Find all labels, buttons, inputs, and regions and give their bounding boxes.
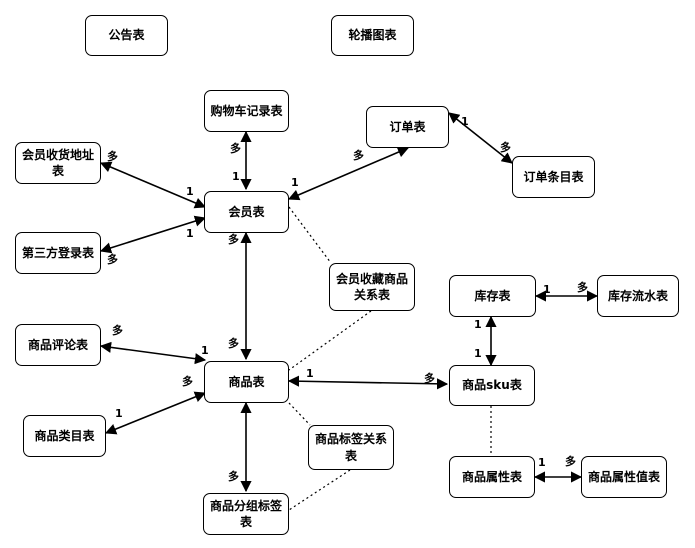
node-category[interactable]: 商品类目表 xyxy=(23,415,106,457)
card-address-member-from: 多 xyxy=(107,150,118,163)
edge-tagrel-grouptag xyxy=(288,469,351,511)
card-member-product-from: 多 xyxy=(228,233,239,246)
node-cart[interactable]: 购物车记录表 xyxy=(204,90,289,132)
card-product-sku-from: 1 xyxy=(306,367,314,380)
edge-address-member xyxy=(99,161,207,209)
card-order-item-from: 1 xyxy=(461,115,469,128)
card-stock-sku-from: 1 xyxy=(474,318,482,331)
node-third-party[interactable]: 第三方登录表 xyxy=(15,232,101,274)
node-order-item[interactable]: 订单条目表 xyxy=(512,156,595,198)
node-attr-val[interactable]: 商品属性值表 xyxy=(581,456,667,498)
card-product-sku-to: 多 xyxy=(424,372,435,385)
card-category-product-to: 多 xyxy=(182,375,193,388)
card-attr-val-to: 多 xyxy=(565,455,576,468)
card-address-member-to: 1 xyxy=(186,185,194,198)
edge-category-product xyxy=(104,391,207,435)
card-third-member-from: 多 xyxy=(107,253,118,266)
card-review-product-to: 1 xyxy=(201,344,209,357)
card-stock-flow-from: 1 xyxy=(543,283,551,296)
card-review-product-from: 多 xyxy=(112,324,123,337)
card-attr-val-from: 1 xyxy=(538,456,546,469)
node-member[interactable]: 会员表 xyxy=(204,191,289,233)
node-carousel[interactable]: 轮播图表 xyxy=(331,15,414,56)
node-address[interactable]: 会员收货地址表 xyxy=(15,142,101,184)
card-order-item-to: 多 xyxy=(500,141,511,154)
edge-product-tagrel xyxy=(288,402,311,426)
edge-order-member xyxy=(287,146,410,201)
node-fav[interactable]: 会员收藏商品关系表 xyxy=(329,263,415,311)
edge-third-member xyxy=(99,215,207,254)
edge-review-product xyxy=(99,341,207,365)
card-category-product-from: 1 xyxy=(115,407,123,420)
node-sku[interactable]: 商品sku表 xyxy=(449,365,535,406)
edge-order-item xyxy=(448,112,513,164)
card-third-member-to: 1 xyxy=(186,227,194,240)
node-stock-flow[interactable]: 库存流水表 xyxy=(597,275,679,317)
node-group-tag[interactable]: 商品分组标签表 xyxy=(203,493,289,535)
edge-product-sku xyxy=(287,375,449,390)
edge-member-fav xyxy=(288,206,332,264)
node-tag-rel[interactable]: 商品标签关系表 xyxy=(308,425,394,470)
card-cart-member-from: 多 xyxy=(230,142,241,155)
node-review[interactable]: 商品评论表 xyxy=(15,324,101,366)
card-member-product-to: 多 xyxy=(228,337,239,350)
card-stock-sku-to: 1 xyxy=(474,347,482,360)
node-attr[interactable]: 商品属性表 xyxy=(449,456,535,498)
edge-fav-product xyxy=(288,310,372,371)
card-order-member-from: 多 xyxy=(353,149,364,162)
node-product[interactable]: 商品表 xyxy=(204,361,289,403)
node-order[interactable]: 订单表 xyxy=(366,106,449,148)
card-stock-flow-to: 多 xyxy=(577,281,588,294)
node-stock[interactable]: 库存表 xyxy=(449,275,536,317)
card-order-member-to: 1 xyxy=(291,176,299,189)
node-notice[interactable]: 公告表 xyxy=(85,15,168,56)
card-product-grouptag-to: 多 xyxy=(228,470,239,483)
card-cart-member-to: 1 xyxy=(232,170,240,183)
